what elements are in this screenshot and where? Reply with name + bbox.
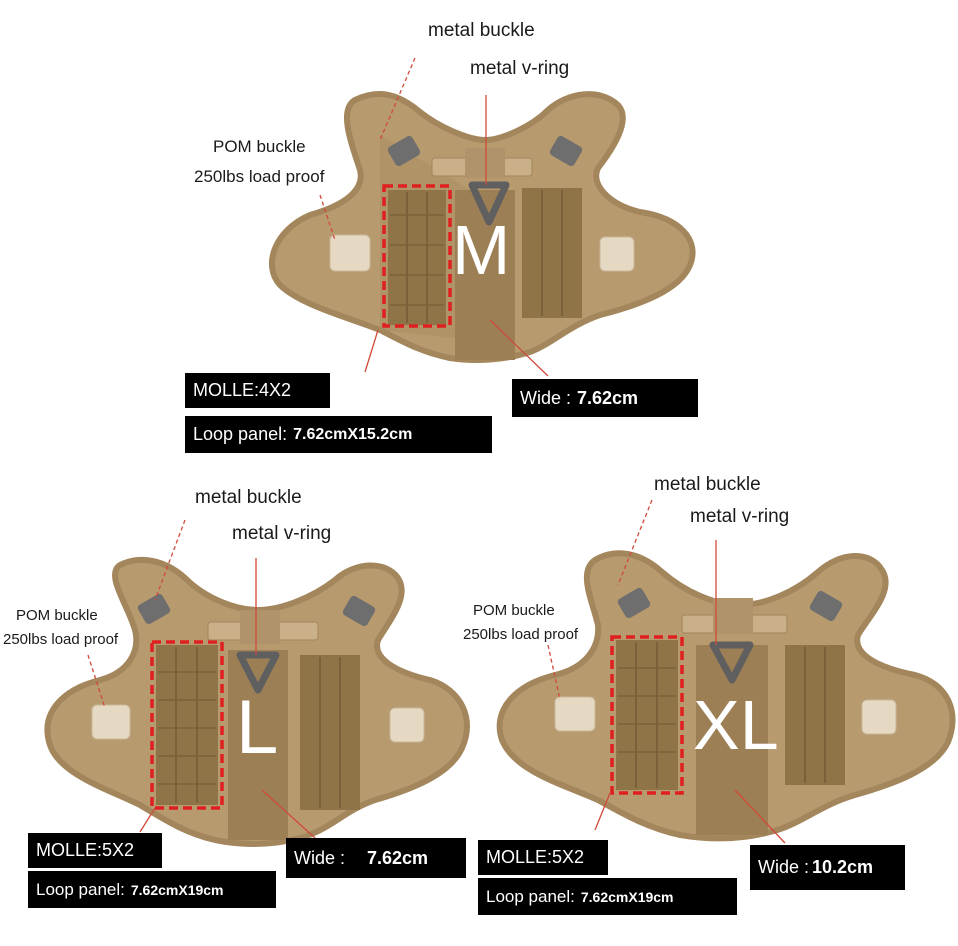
harness-l-molle-right [300, 655, 360, 810]
harness-xl-molle-right [785, 645, 845, 785]
l-molle-text: MOLLE:5X2 [36, 840, 135, 860]
m-molle-badge: MOLLE:4X2 [185, 373, 330, 408]
l-wide-value: 7.62cm [367, 847, 429, 868]
m-wide-label: Wide : [520, 387, 572, 408]
harness-xl-vring-icon [709, 641, 754, 684]
l-wide-label: Wide : [294, 847, 346, 868]
l-pom-label-line1: POM buckle [16, 607, 98, 624]
m-metal-vring-label: metal v-ring [470, 58, 570, 79]
harness-xl-pom-buckle-right-icon [861, 699, 897, 735]
xl-wide-badge: Wide :10.2cm [750, 845, 905, 890]
harness-l-metal-buckle-right-icon [342, 595, 376, 627]
xl-metal-buckle-label: metal buckle [654, 474, 761, 495]
l-size-letter: L [236, 685, 279, 770]
m-metal-buckle-label: metal buckle [428, 20, 535, 41]
xl-metal-vring-label: metal v-ring [690, 506, 790, 527]
harness-l-molle-left [156, 645, 218, 805]
l-metal-buckle-label: metal buckle [195, 487, 302, 508]
m-pom-label-line2: 250lbs load proof [194, 167, 325, 186]
xl-size-letter: XL [693, 686, 779, 764]
harness-m-dashed-highlight [382, 184, 452, 328]
harness-l [44, 519, 470, 847]
harness-m-molle-left [388, 190, 446, 325]
l-wide-badge: Wide : 7.62cm [286, 838, 466, 878]
xl-wide-label: Wide : [758, 857, 810, 877]
xl-molle-text: MOLLE:5X2 [486, 847, 585, 867]
harness-m-molle-right [522, 188, 582, 318]
m-wide-value: 7.62cm [577, 387, 639, 408]
harness-l-metal-buckle-left-icon [137, 593, 171, 625]
harness-xl-metal-buckle-left-icon [617, 587, 651, 619]
harness-l-vring-icon [236, 651, 280, 694]
harness-l-pom-buckle-left-icon [91, 704, 131, 740]
harness-xl [496, 499, 956, 844]
harness-xl-molle-left [616, 640, 678, 790]
l-molle-badge: MOLLE:5X2 [28, 833, 162, 868]
harness-m-pom-buckle-left-icon [329, 234, 371, 272]
m-wide-badge: Wide :7.62cm [512, 379, 698, 417]
xl-molle-badge: MOLLE:5X2 [478, 840, 608, 875]
harness-l-dashed-highlight [150, 640, 224, 810]
xl-pom-label-line1: POM buckle [473, 602, 555, 619]
harness-xl-pom-buckle-left-icon [554, 696, 596, 732]
xl-pom-label-line2: 250lbs load proof [463, 626, 579, 643]
l-pom-label-line2: 250lbs load proof [3, 631, 119, 648]
xl-loop-panel-badge: Loop panel: 7.62cmX19cm [478, 878, 737, 915]
m-loop-panel-badge: Loop panel: 7.62cmX15.2cm [185, 416, 492, 453]
l-loop-label: Loop panel: [36, 879, 125, 899]
xl-wide-value: 10.2cm [812, 857, 874, 877]
m-pom-label-line1: POM buckle [213, 137, 306, 156]
xl-loop-label: Loop panel: [486, 886, 575, 906]
harness-l-pom-buckle-right-icon [389, 707, 425, 743]
harness-m-metal-buckle-left-icon [387, 135, 421, 167]
l-loop-panel-badge: Loop panel: 7.62cmX19cm [28, 871, 276, 908]
harness-xl-metal-buckle-right-icon [809, 590, 843, 622]
harness-xl-dashed-highlight [610, 635, 684, 795]
m-size-letter: M [452, 211, 511, 289]
harness-m-metal-buckle-right-icon [549, 135, 583, 167]
m-loop-value: 7.62cmX15.2cm [293, 425, 413, 443]
harness-m-pom-buckle-right-icon [599, 236, 635, 272]
l-loop-value: 7.62cmX19cm [130, 881, 224, 898]
xl-loop-value: 7.62cmX19cm [580, 888, 674, 905]
harness-l-center-strap [228, 650, 288, 840]
harness-m [269, 57, 696, 377]
l-metal-vring-label: metal v-ring [232, 523, 332, 544]
harness-m-vring-icon [468, 181, 510, 226]
m-molle-text: MOLLE:4X2 [193, 380, 292, 400]
m-loop-label: Loop panel: [193, 424, 288, 444]
